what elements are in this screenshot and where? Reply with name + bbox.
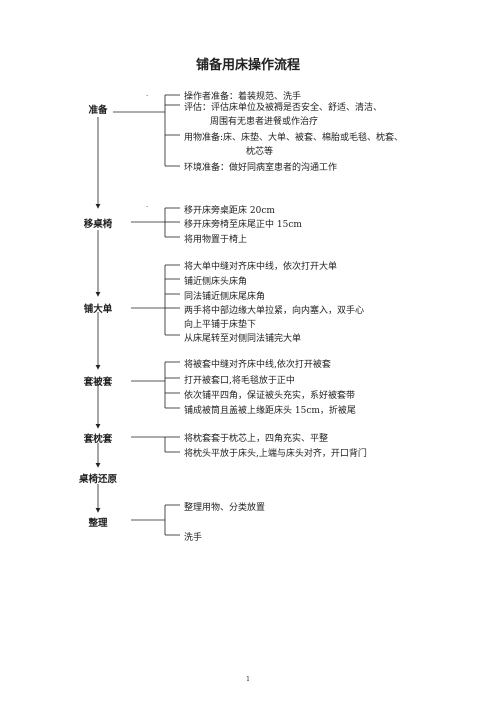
step-line: 将被套中缝对齐床中线,依次打开被套 — [184, 360, 331, 370]
page-title: 铺备用床操作流程 — [195, 58, 300, 73]
step-line: 整理用物、分类放置 — [184, 503, 266, 513]
marker-dot: . — [146, 201, 149, 209]
step-label-restore-furniture: 桌椅还原 — [78, 474, 117, 485]
step-line: 环境准备：做好同病室患者的沟通工作 — [184, 163, 338, 173]
step-line: 依次铺平四角，保证被头充实，系好被套带 — [184, 391, 356, 401]
marker-dot: . — [146, 90, 149, 98]
step-label-duvet-cover: 套被套 — [83, 377, 113, 388]
step-label-tidy: 整理 — [88, 518, 108, 529]
step-line: 将枕头平放于床头,上端与床头对齐，开口背门 — [184, 449, 367, 459]
step-line: 向上平铺于床垫下 — [184, 320, 257, 330]
step-line: 用物准备:床、床垫、大单、被套、棉胎或毛毯、枕套、 — [184, 133, 404, 143]
step-line: 两手将中部边缘大单拉紧，向内塞入，双手心 — [184, 306, 365, 316]
step-line: 移开床旁桌距床 20cm — [184, 206, 275, 216]
step-line: 铺近侧床头床角 — [184, 277, 248, 287]
step-label-prepare: 准备 — [88, 105, 108, 116]
step-line: 将大单中缝对齐床中线，依次打开大单 — [184, 262, 338, 272]
step-line: 操作者准备：着装规范、洗手 — [184, 92, 302, 102]
step-line: 评估：评估床单位及被褥是否安全、舒适、清洁、 — [184, 103, 383, 113]
step-line: 移开床旁椅至床尾正中 15cm — [184, 220, 302, 230]
step-label-lay-sheet: 铺大单 — [83, 304, 113, 315]
page-number: 1 — [246, 676, 250, 683]
step-line: 打开被套口,将毛毯放于正中 — [184, 376, 295, 386]
step-label-move-furniture: 移桌椅 — [83, 219, 113, 230]
step-line: 将用物置于椅上 — [184, 235, 248, 245]
step-label-pillowcase: 套枕套 — [83, 434, 113, 445]
step-line: 枕芯等 — [246, 147, 274, 157]
step-line: 铺成被筒且盖被上缘距床头 15cm，折被尾 — [184, 406, 356, 416]
step-line: 周围有无患者进餐或作治疗 — [210, 117, 319, 127]
step-line: 同法铺近侧床尾床角 — [184, 292, 266, 302]
step-line: 从床尾转至对侧同法铺完大单 — [184, 334, 302, 344]
step-line: 洗手 — [184, 533, 203, 543]
step-line: 将枕套套于枕芯上，四角充实、平整 — [184, 434, 329, 444]
